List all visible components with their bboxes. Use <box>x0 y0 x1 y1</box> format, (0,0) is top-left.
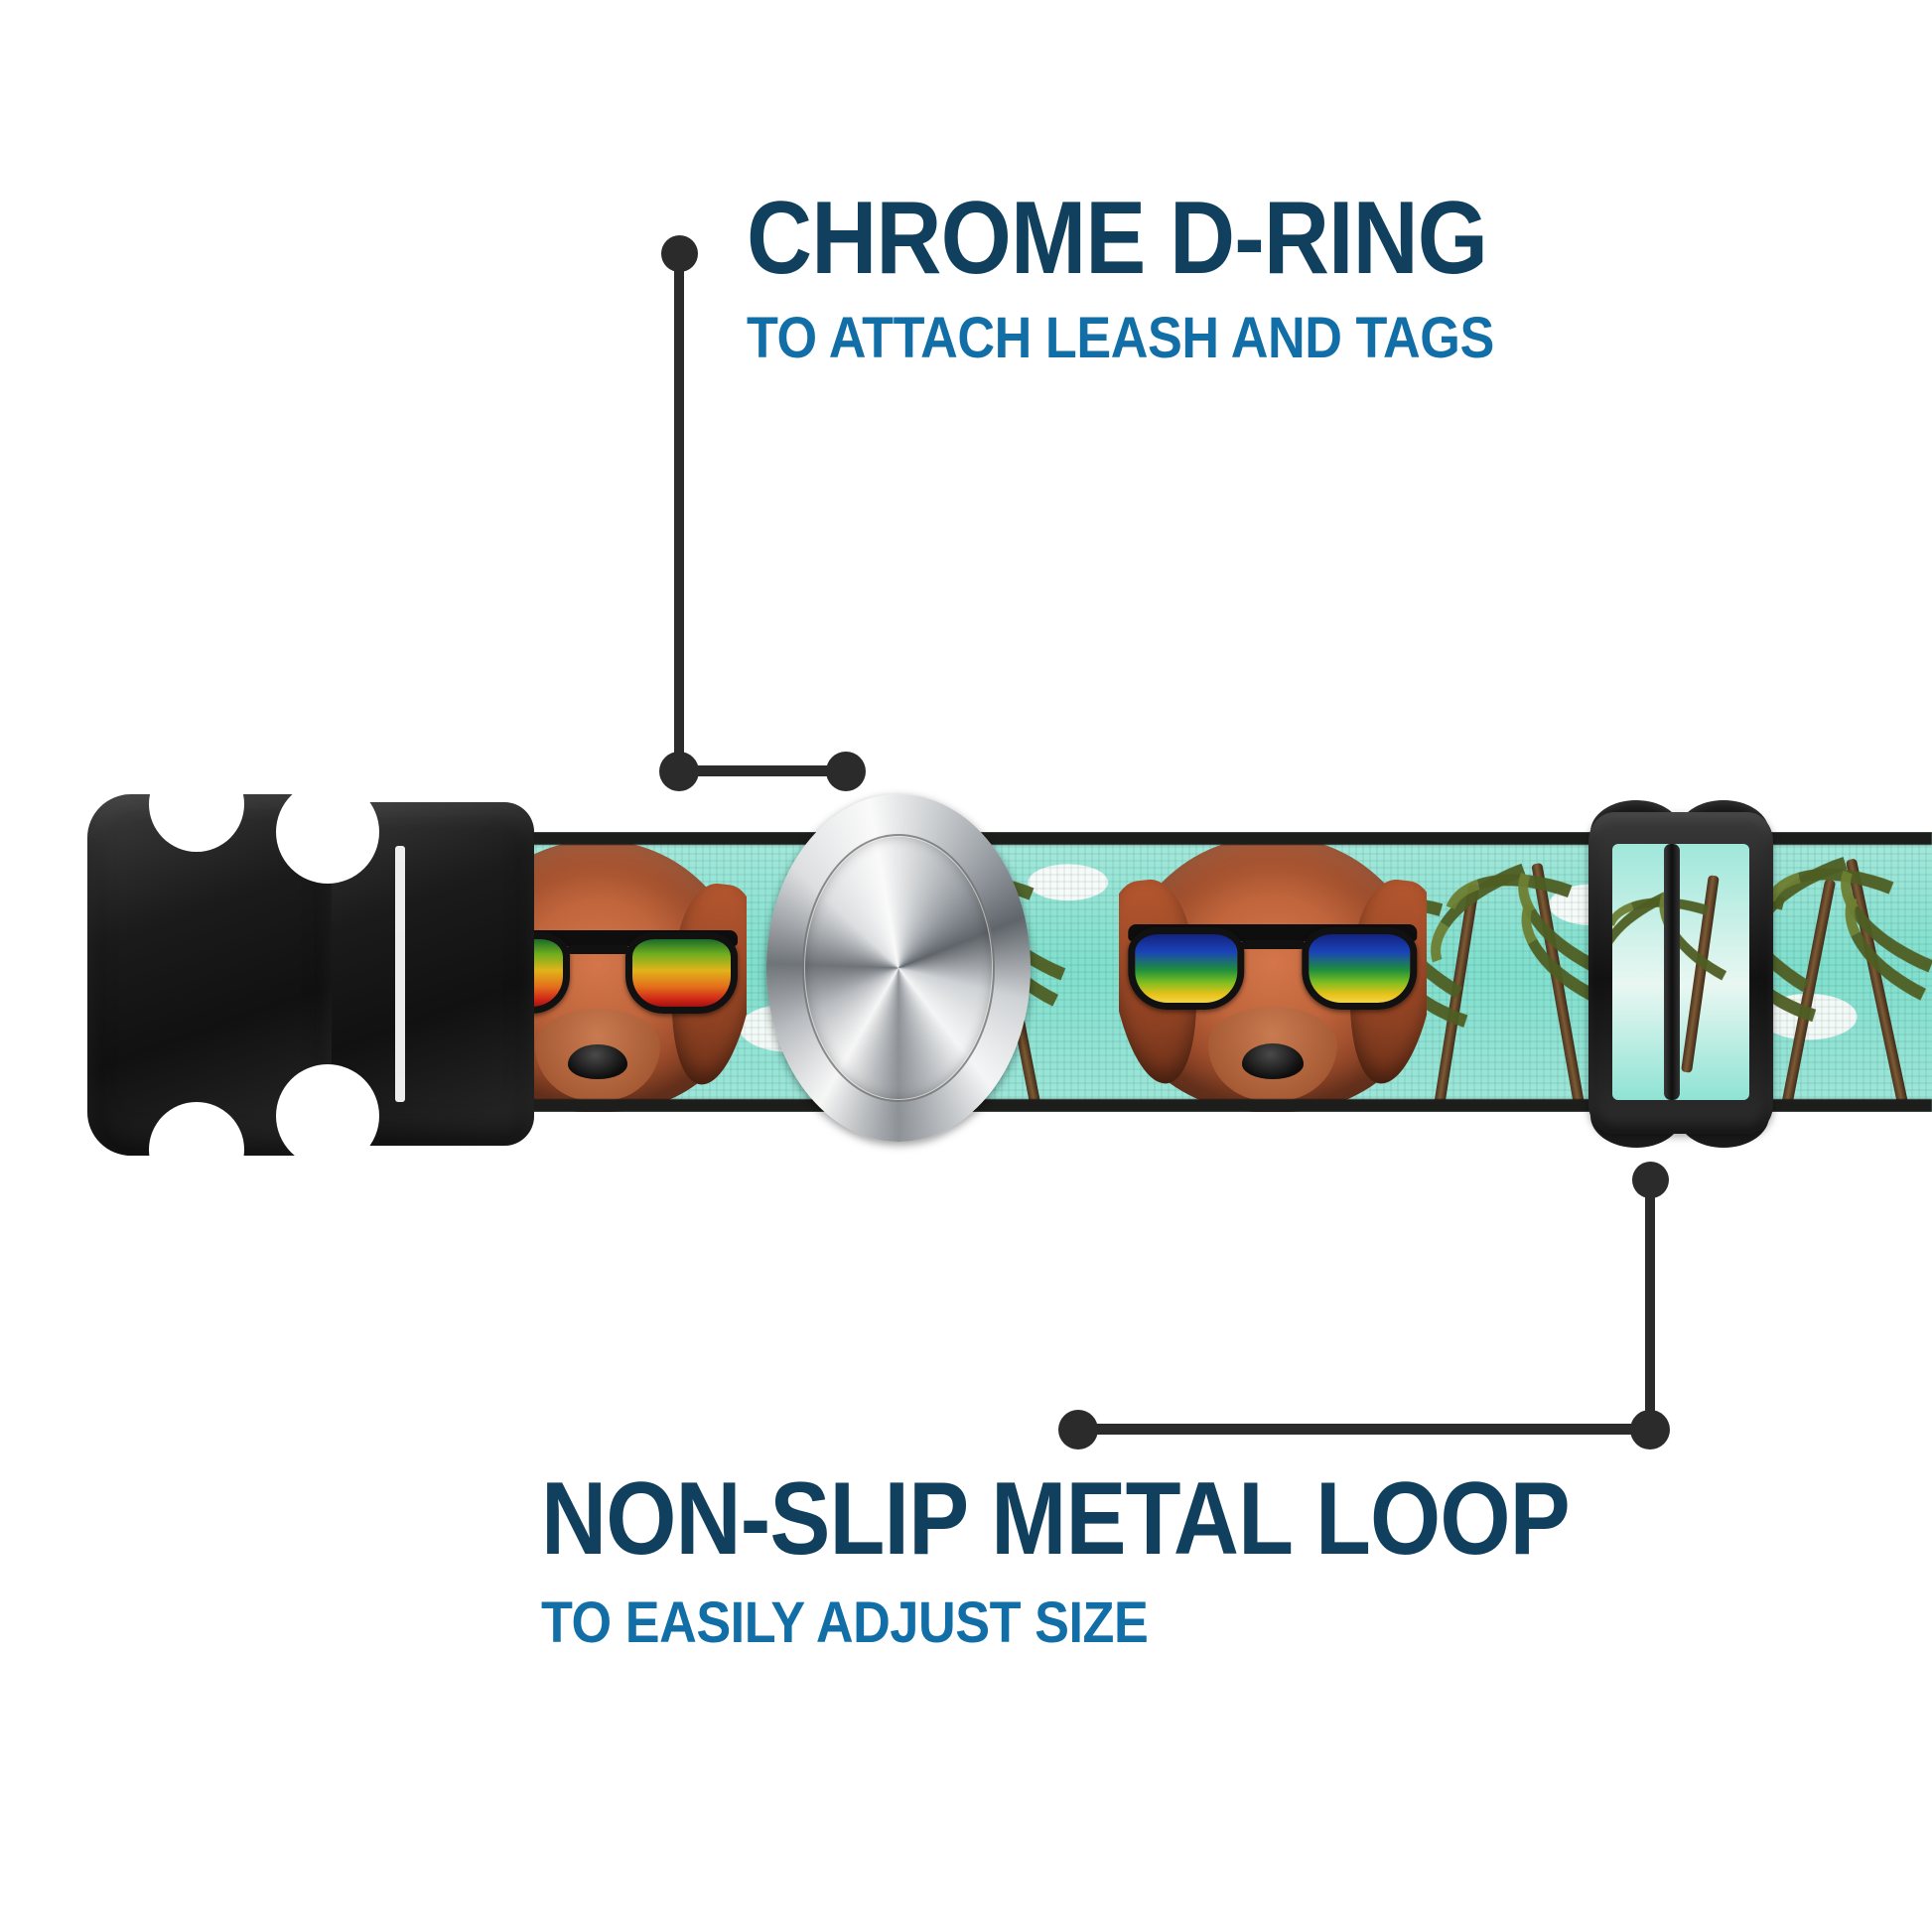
sunglass-lens-right <box>1302 926 1418 1011</box>
callout-headline-d-ring: CHROME D-RING <box>747 181 1488 296</box>
sunglass-bridge <box>566 945 629 955</box>
d-ring-outer <box>766 794 1031 1142</box>
slider-window <box>1612 844 1749 1100</box>
dog-head <box>1119 836 1427 1112</box>
leader-segment-top-horizontal <box>679 765 853 776</box>
dog-nose <box>568 1043 627 1080</box>
dog-nose <box>1242 1042 1304 1079</box>
dachshund-face-right <box>1119 836 1427 1112</box>
callout-subline-metal-loop: TO EASILY ADJUST SIZE <box>541 1590 1149 1655</box>
buckle-notch-upper-left <box>149 757 244 852</box>
webbing-edge-top <box>389 832 1932 845</box>
leader-dot-bottom-end <box>1632 1162 1669 1198</box>
sunglass-bridge <box>1240 940 1306 950</box>
slider-center-bar <box>1664 844 1680 1100</box>
leader-segment-bottom-vertical <box>1645 1181 1655 1428</box>
callout-subline-d-ring: TO ATTACH LEASH AND TAGS <box>747 306 1494 370</box>
buckle-notch-bottom <box>276 1064 379 1168</box>
palm-tree-icon <box>1612 874 1745 1073</box>
leader-segment-bottom-horizontal <box>1078 1424 1666 1435</box>
sunglass-lens-right <box>625 932 738 1015</box>
buckle-notch-lower-left <box>149 1102 244 1197</box>
callout-headline-metal-loop: NON-SLIP METAL LOOP <box>541 1461 1571 1577</box>
buckle-notch-top <box>276 780 379 884</box>
buckle-webbing-slot <box>395 846 405 1102</box>
d-ring-inner-edge <box>802 834 995 1102</box>
sunglass-lens-left <box>1128 926 1244 1011</box>
dog-sunglasses <box>1128 924 1418 1011</box>
leader-segment-top-vertical <box>674 253 684 776</box>
webbing-edge-bottom <box>389 1099 1932 1112</box>
leader-dot-top-end <box>826 752 866 791</box>
